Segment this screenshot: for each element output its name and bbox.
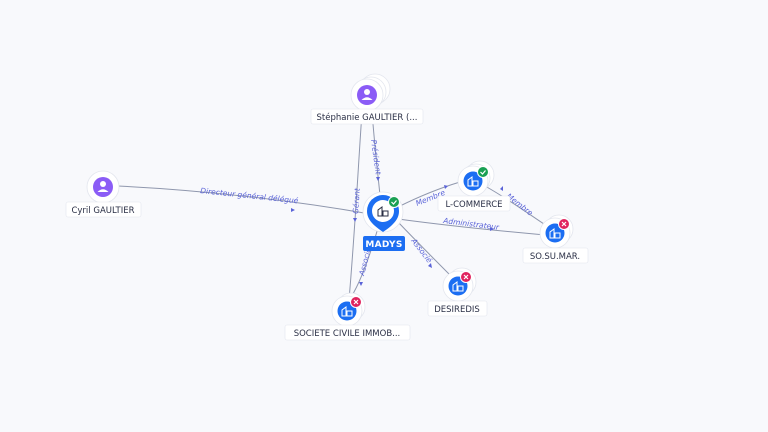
arrow-gerant [353, 218, 357, 222]
edge-lcommerce-membre[interactable] [397, 181, 461, 208]
node-cyril[interactable]: Cyril GAULTIER [65, 170, 142, 218]
edge-sosumar-admin[interactable] [397, 218, 546, 236]
node-stephanie[interactable]: Stéphanie GAULTIER (... [310, 73, 424, 125]
arrow-dgd [291, 208, 295, 212]
node-label-stephanie: Stéphanie GAULTIER (... [317, 112, 418, 123]
node-label-sci: SOCIETE CIVILE IMMOB... [294, 329, 401, 339]
edge-label-desiredis: Associé [409, 236, 434, 265]
arrow-sci [359, 282, 363, 286]
arrow-membre-lc [444, 185, 448, 189]
center-label: MADYS [365, 240, 402, 250]
node-label-box [65, 201, 142, 218]
person-icon-body [361, 97, 373, 100]
building-icon-glyph [467, 176, 479, 187]
status-active-badge [477, 166, 489, 178]
node-label-box [284, 324, 411, 341]
edge-cyril-dgd[interactable] [117, 185, 371, 215]
cross-icon [561, 221, 567, 227]
building-icon [377, 206, 389, 217]
center-label-box [363, 236, 405, 251]
node-label-box [522, 247, 589, 264]
edge-label-gerant: Gérant [351, 187, 362, 214]
check-icon [391, 200, 397, 205]
building-icon-glyph [549, 228, 561, 239]
edge-arrows [291, 177, 503, 286]
cross-icon [463, 274, 469, 280]
node-label-box [310, 108, 424, 125]
node-label-box [427, 300, 488, 317]
arrow-lc-sosumar [500, 186, 503, 191]
building-icon-glyph [341, 306, 353, 317]
edge-label-sci: Associé [357, 246, 373, 277]
node-desiredis[interactable]: DESIREDIS [427, 267, 488, 317]
edge-label-admin: Administrateur [442, 216, 501, 232]
node-lcommerce[interactable]: L-COMMERCE [437, 160, 511, 212]
person-icon-head [100, 181, 106, 187]
edge-stephanie-gerant[interactable] [348, 111, 363, 301]
status-active-badge [388, 196, 400, 208]
node-sci[interactable]: SOCIETE CIVILE IMMOB... [284, 292, 411, 341]
node-sosumar[interactable]: SO.SU.MAR. [522, 214, 589, 264]
check-icon [480, 170, 486, 175]
arrow-admin [490, 227, 494, 231]
edge-label-dgd: Directeur général délégué [200, 186, 299, 205]
node-label-lcommerce: L-COMMERCE [445, 200, 502, 210]
node-label-desiredis: DESIREDIS [434, 305, 480, 315]
person-icon-body [97, 189, 109, 192]
edge-label-president: Président [369, 139, 383, 176]
arrow-desiredis [428, 263, 432, 268]
arrow-president [376, 177, 380, 181]
cross-icon [353, 299, 359, 305]
edges [117, 111, 551, 301]
building-icon-glyph [452, 281, 464, 292]
node-label-cyril: Cyril GAULTIER [71, 206, 134, 216]
node-center-madys[interactable]: MADYS [362, 191, 405, 251]
person-icon-head [364, 89, 370, 95]
node-label-sosumar: SO.SU.MAR. [530, 252, 580, 262]
node-label-box [437, 195, 511, 212]
